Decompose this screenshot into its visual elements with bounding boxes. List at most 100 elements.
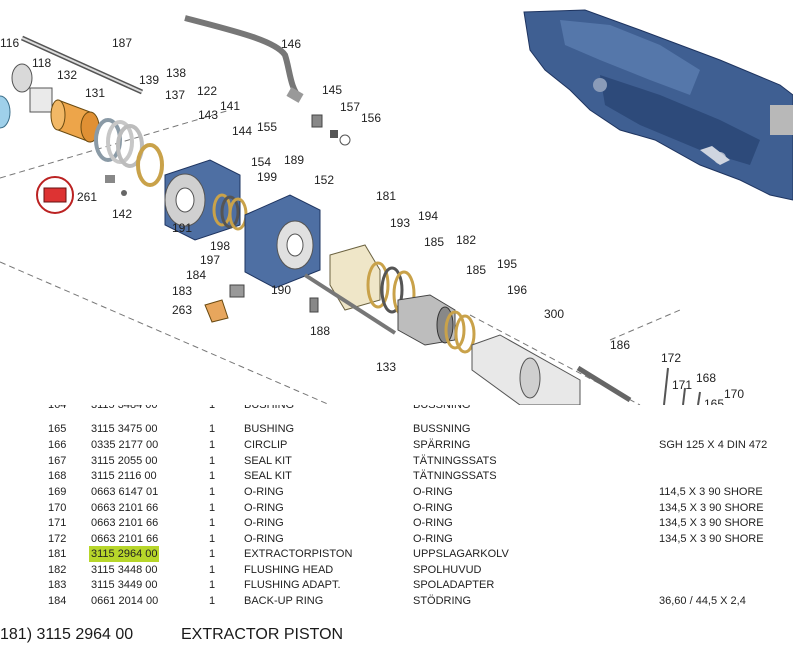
description-swedish: UPPSLAGARKOLV [413,548,509,560]
description-english: CIRCLIP [244,439,288,451]
callout-label: 168 [696,371,716,385]
item-number: 167 [48,455,67,467]
callout-label: 195 [497,257,517,271]
callout-label: 170 [724,387,744,401]
table-row: 164 3115 3484 00 1 BUSHING BUSSNING [0,405,793,421]
callout-label: 300 [544,307,564,321]
description-swedish: SPÄRRING [413,439,471,451]
quantity: 1 [209,423,216,435]
item-number: 182 [48,564,67,576]
part-shaft [20,35,144,95]
remark: 134,5 X 3 90 SHORE [659,502,764,514]
table-row: 170 0663 2101 66 1 O-RING O-RING 134,5 X… [0,500,793,516]
description-english: O-RING [244,517,284,529]
callout-label: 156 [361,111,381,125]
seal-rings [94,118,164,187]
diagram-svg: 116 187 146 118 132 139 138 137 122 141 … [0,9,793,405]
part-number: 3115 3475 00 [91,423,158,435]
description-swedish: TÄTNINGSSATS [413,470,497,482]
table-row-highlighted: 181 3115 2964 00 1 EXTRACTORPISTON UPPSL… [0,546,793,562]
table-row: 183 3115 3449 00 1 FLUSHING ADAPT. SPOLA… [0,577,793,593]
description-swedish: O-RING [413,486,453,498]
part-main-housing [244,194,321,289]
description-swedish: O-RING [413,517,453,529]
quantity: 1 [209,564,216,576]
item-number: 184 [48,595,67,607]
callout-label: 146 [281,37,301,51]
callout-label: 142 [112,207,132,221]
callout-label: 138 [166,66,186,80]
callout-label: 143 [198,108,218,122]
selected-part-caption: 181) 3115 2964 00 EXTRACTOR PISTON [0,626,343,644]
description-swedish: BUSSNING [413,405,471,411]
table-row: 168 3115 2116 00 1 SEAL KIT TÄTNINGSSATS [0,468,793,484]
callout-label: 190 [271,283,291,297]
item-number: 171 [48,517,67,529]
part-housing [164,159,241,241]
exploded-parts-diagram: 116 187 146 118 132 139 138 137 122 141 … [0,9,793,405]
remark: 36,60 / 44,5 X 2,4 [659,595,746,607]
part-rod [303,273,397,335]
part-number: 3115 2116 00 [91,470,157,482]
description-english: O-RING [244,502,284,514]
description-english: BUSHING [244,423,295,435]
table-row: 172 0663 2101 66 1 O-RING O-RING 134,5 X… [0,531,793,547]
left-sleeves [0,63,100,143]
part-number: 0663 2101 66 [91,502,159,514]
description-english: SEAL KIT [244,470,292,482]
callout-label: 186 [610,338,630,352]
housing-rings [212,193,248,231]
callout-label: 189 [284,153,304,167]
callout-label: 188 [310,324,330,338]
part-number: 0663 2101 66 [91,517,159,529]
callout-label: 197 [200,253,220,267]
part-pin [576,365,632,403]
remark: 134,5 X 3 90 SHORE [659,517,764,529]
table-row: 184 0661 2014 00 1 BACK-UP RING STÖDRING… [0,593,793,609]
description-english: EXTRACTORPISTON [244,548,353,560]
description-english: BACK-UP RING [244,595,324,607]
caption-reference: 181) 3115 2964 00 [0,626,134,643]
callout-label: 133 [376,360,396,374]
callout-label: 172 [661,351,681,365]
description-swedish: SPOLADAPTER [413,579,495,591]
inset-detail [36,176,74,214]
quantity: 1 [209,517,216,529]
description-swedish: BUSSNING [413,423,471,435]
callout-label: 181 [376,189,396,203]
remark: 114,5 X 3 90 SHORE [659,486,763,498]
quantity: 1 [209,470,216,482]
table-row: 182 3115 3448 00 1 FLUSHING HEAD SPOLHUV… [0,562,793,578]
item-number: 166 [48,439,67,451]
callout-label: 132 [57,68,77,82]
callout-label: 141 [220,99,240,113]
callout-label: 193 [390,216,410,230]
callout-label: 185 [424,235,444,249]
part-hose [184,15,303,101]
callout-label: 152 [314,173,334,187]
callout-label: 131 [85,86,105,100]
callout-label: 118 [32,56,51,70]
table-row: 171 0663 2101 66 1 O-RING O-RING 134,5 X… [0,515,793,531]
part-number: 0663 2101 66 [91,533,159,545]
description-swedish: SPOLHUVUD [413,564,482,576]
callout-label: 144 [232,124,252,138]
callout-label: 157 [340,100,360,114]
description-english: BUSHING [244,405,295,411]
part-flushing-head [397,294,476,354]
description-swedish: O-RING [413,502,453,514]
item-number: 181 [48,548,67,560]
callout-label: 196 [507,283,527,297]
part-number-highlighted: 3115 2964 00 [89,546,160,562]
description-swedish: O-RING [413,533,453,545]
table-row: 167 3115 2055 00 1 SEAL KIT TÄTNINGSSATS [0,453,793,469]
remark: 134,5 X 3 90 SHORE [659,533,764,545]
callout-label: 191 [172,221,192,235]
description-swedish: STÖDRING [413,595,472,607]
callout-label: 187 [112,36,132,50]
callout-label: 155 [257,120,277,134]
quantity: 1 [209,579,216,591]
far-right-rings [663,367,701,405]
quantity: 1 [209,439,216,451]
remark: SGH 125 X 4 DIN 472 [659,439,768,451]
